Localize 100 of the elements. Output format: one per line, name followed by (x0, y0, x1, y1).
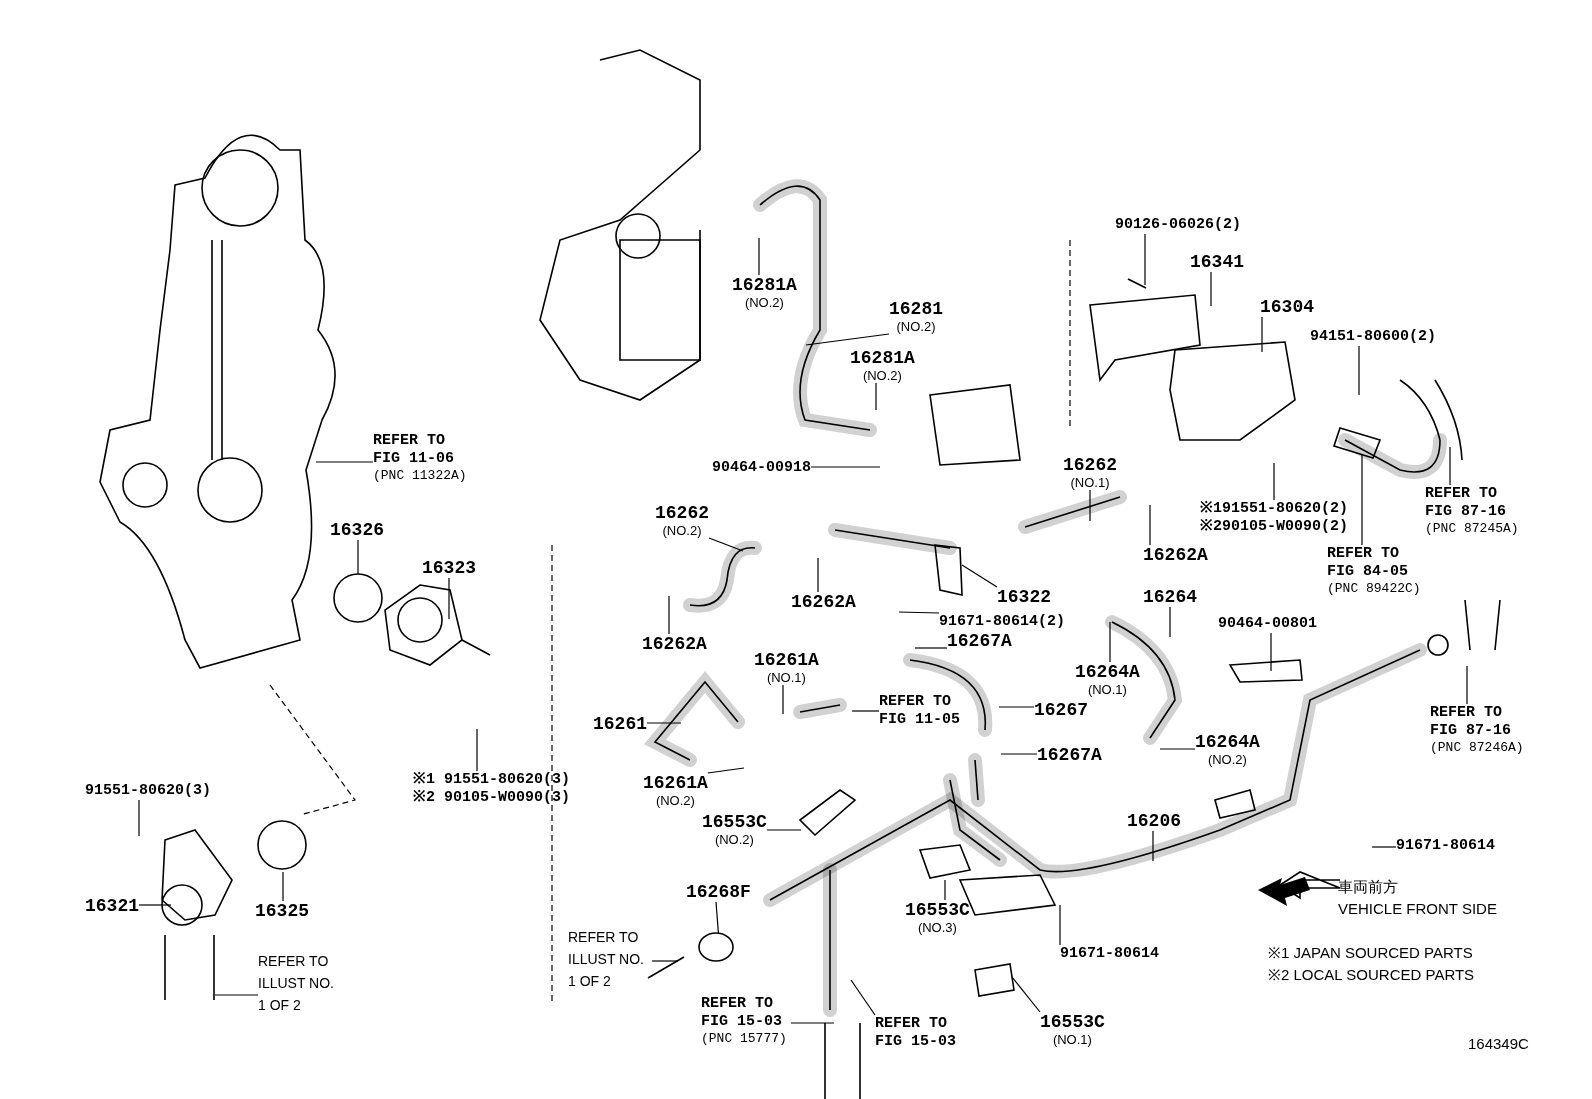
part-number: 16262A (791, 592, 856, 612)
variant-note: (NO.1) (1052, 1032, 1092, 1047)
leader-line (782, 684, 784, 715)
variant-note: (NO.2) (714, 832, 754, 847)
part-number: 16326 (330, 520, 384, 540)
pnc-note: (PNC 87245A) (1425, 521, 1519, 537)
leader-line (850, 979, 876, 1016)
leader-line (1011, 976, 1041, 1013)
leader-line (1449, 446, 1451, 486)
part-number: ※191551-80620(2) (1200, 500, 1349, 518)
part-number: 16325 (255, 901, 309, 921)
part-number: 16264A (1075, 662, 1140, 682)
part-number: 16323 (422, 558, 476, 578)
variant-note: (NO.1) (766, 670, 806, 685)
leader-line (758, 237, 760, 276)
part-number: ※2 90105-W0090(3) (413, 789, 571, 807)
footnote-text: ※2 LOCAL SOURCED PARTS (1268, 966, 1475, 984)
leader-line (1361, 454, 1363, 546)
leader-line (282, 871, 284, 902)
part-number: 16341 (1190, 252, 1244, 272)
part-number: 16553C (702, 812, 767, 832)
variant-note: (NO.2) (662, 523, 702, 538)
leader-line (646, 722, 682, 724)
part-number: 16264A (1195, 732, 1260, 752)
leader-line (810, 466, 881, 468)
leader-line (998, 706, 1035, 708)
footnote-text: ※1 JAPAN SOURCED PARTS (1268, 944, 1473, 962)
variant-note: (NO.2) (655, 793, 695, 808)
leader-line (851, 710, 880, 712)
part-number: 16322 (997, 587, 1051, 607)
direction-caption: VEHICLE FRONT SIDE (1338, 900, 1497, 918)
reference-note: REFER TO FIG 11-06 (373, 432, 455, 468)
reference-note: REFER TO FIG 87-16 (1425, 485, 1507, 521)
part-number: 16264 (1143, 587, 1197, 607)
part-number: 16553C (1040, 1012, 1105, 1032)
leader-line (1159, 748, 1196, 750)
part-number: 16262A (1143, 545, 1208, 565)
leader-line (1059, 904, 1061, 946)
leader-line (138, 904, 172, 906)
leader-line (357, 539, 359, 575)
part-number: 94151-80600(2) (1310, 328, 1437, 346)
variant-note: (NO.1) (1070, 475, 1110, 490)
leader-line (1089, 489, 1091, 522)
leader-line (448, 577, 450, 620)
pnc-note: (PNC 87246A) (1430, 740, 1524, 756)
part-number: 16261A (754, 650, 819, 670)
leader-line (961, 564, 998, 588)
leader-line (707, 767, 745, 774)
reference-note: REFER TO ILLUST NO. 1 OF 2 (258, 952, 335, 1015)
leader-line (1169, 606, 1171, 638)
leader-line (138, 799, 140, 837)
leader-line (1000, 753, 1038, 755)
reference-note: REFER TO FIG 15-03 (875, 1015, 957, 1051)
leader-line (817, 557, 819, 593)
leader-line (1466, 665, 1468, 705)
part-number: 16262A (642, 634, 707, 654)
reference-note: REFER TO FIG 11-05 (879, 693, 961, 729)
leader-line (898, 611, 940, 614)
part-number: 90464-00918 (712, 459, 812, 477)
part-number: 16321 (85, 896, 139, 916)
leader-line (651, 960, 679, 962)
variant-note: (NO.1) (1087, 682, 1127, 697)
leader-line (1210, 271, 1212, 307)
leader-line (214, 994, 259, 996)
reference-note: REFER TO FIG 84-05 (1327, 545, 1409, 581)
part-number: 16267A (947, 631, 1012, 651)
reference-note: REFER TO ILLUST NO. 1 OF 2 (568, 928, 645, 991)
variant-note: (NO.2) (862, 368, 902, 383)
part-number: 16281 (889, 299, 943, 319)
part-number: 16281A (850, 348, 915, 368)
part-number: 90126-06026(2) (1115, 216, 1242, 234)
leader-line (1358, 345, 1360, 396)
part-number: 16281A (732, 275, 797, 295)
part-number: 16261 (593, 714, 647, 734)
part-number: 16267 (1034, 700, 1088, 720)
leader-line (1273, 462, 1275, 501)
part-number: 91671-80614(2) (939, 613, 1066, 631)
leader-line (805, 333, 890, 346)
leader-line (1149, 504, 1151, 546)
leader-line (668, 595, 670, 635)
o-ring (698, 932, 734, 962)
part-number: ※1 91551-80620(3) (413, 771, 571, 789)
part-number: 16268F (686, 882, 751, 902)
part-number: 16553C (905, 900, 970, 920)
leader-line (1109, 621, 1111, 663)
variant-note: (NO.2) (896, 319, 936, 334)
part-number: 16304 (1260, 297, 1314, 317)
part-number: 16261A (643, 773, 708, 793)
leader-line (715, 901, 719, 934)
variant-note: (NO.2) (744, 295, 784, 310)
leader-line (1270, 632, 1272, 672)
variant-note: (NO.2) (1207, 752, 1247, 767)
variant-note: (NO.3) (917, 920, 957, 935)
leader-line (1152, 830, 1154, 862)
part-number: 91671-80614 (1396, 837, 1496, 855)
leader-line (944, 879, 946, 901)
part-number: ※290105-W0090(2) (1200, 518, 1349, 536)
leader-line (315, 461, 374, 463)
part-number: 16267A (1037, 745, 1102, 765)
part-number: 16262 (655, 503, 709, 523)
